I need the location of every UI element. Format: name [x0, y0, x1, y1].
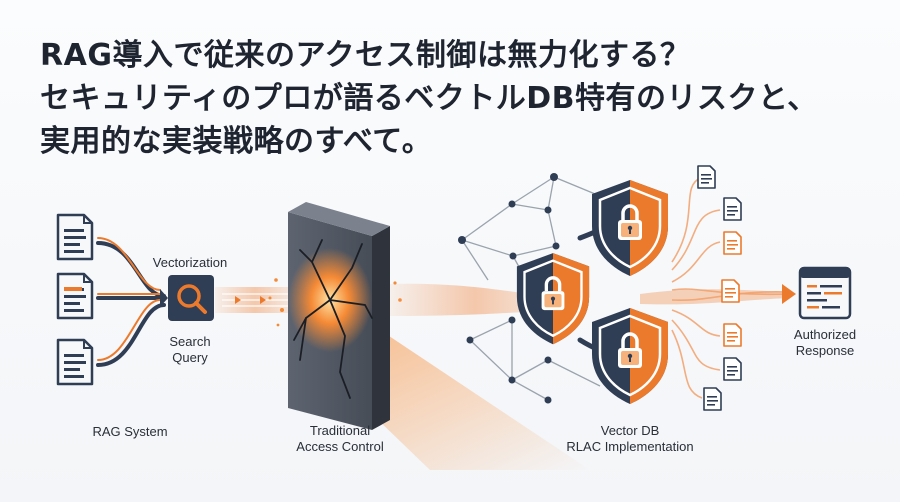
- vector-network: [461, 176, 601, 401]
- document-icon: [723, 323, 742, 347]
- lock-shield-icon: [590, 306, 670, 406]
- data-stream-lines: [222, 293, 290, 307]
- rag-arrowheads: [160, 289, 168, 307]
- authorized-response-label: Authorized Response: [775, 327, 875, 359]
- traditional-access-control-label: Traditional Access Control: [270, 423, 410, 455]
- title-line-3: 実用的な実装戦略のすべて。: [40, 124, 433, 159]
- document-icon: [723, 357, 742, 381]
- document-icon: [697, 165, 716, 189]
- rag-flow-lines-orange: [97, 237, 161, 361]
- arrowhead: [260, 296, 266, 304]
- vector-db-label: Vector DB RLAC Implementation: [545, 423, 715, 455]
- page-title: RAG導入で従来のアクセス制御は無力化する？ セキュリティのプロが語るベクトルD…: [40, 34, 880, 163]
- document-highlight: [64, 287, 82, 291]
- traditional-line-2: Access Control: [296, 439, 384, 454]
- document-icon: [56, 272, 94, 320]
- traditional-line-1: Traditional: [309, 423, 371, 438]
- search-query-label: Search Query: [140, 334, 240, 366]
- output-streams: [671, 177, 791, 399]
- title-line-2: セキュリティのプロが語るベクトルDB特有のリスクと、: [40, 81, 818, 116]
- document-icon: [723, 231, 742, 255]
- browser-window-icon: [798, 266, 852, 320]
- document-icon: [56, 338, 94, 386]
- document-icon: [703, 387, 722, 411]
- authorized-line-1: Authorized: [793, 327, 857, 342]
- data-stream: [390, 283, 560, 316]
- search-query-line-2: Query: [172, 350, 208, 365]
- lock-shield-icon: [590, 178, 670, 278]
- vectorization-label: Vectorization: [152, 255, 228, 270]
- vector-nodes: [458, 173, 560, 404]
- authorized-line-2: Response: [795, 343, 855, 358]
- rag-system-label: RAG System: [92, 424, 168, 439]
- document-icon: [721, 279, 740, 303]
- arrowhead: [235, 296, 241, 304]
- lock-shield-icon: [515, 251, 591, 346]
- vector-db-line-1: Vector DB: [600, 423, 660, 438]
- output-beam: [640, 289, 790, 305]
- output-arrowhead: [782, 284, 796, 304]
- cracked-wall-icon: [288, 202, 390, 430]
- search-query-line-1: Search: [169, 334, 211, 349]
- vector-db-line-2: RLAC Implementation: [566, 439, 694, 454]
- document-icon: [56, 213, 94, 261]
- title-line-1: RAG導入で従来のアクセス制御は無力化する？: [40, 38, 691, 73]
- document-icon: [723, 197, 742, 221]
- magnifier-icon: [168, 275, 214, 321]
